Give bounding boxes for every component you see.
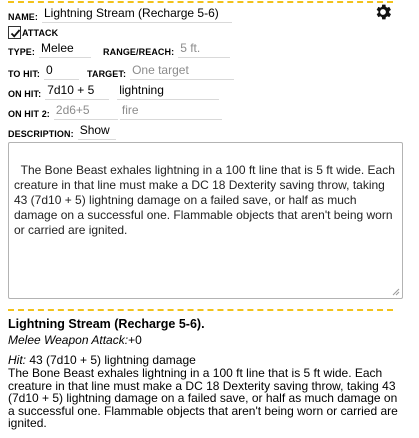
description-row: Description: Show (8, 123, 116, 140)
checkmark-icon (10, 29, 21, 38)
preview-title: Lightning Stream (Recharge 5-6). (8, 317, 205, 331)
preview-attack-line: Melee Weapon Attack:+0 (8, 333, 403, 347)
description-label: Description: (8, 129, 74, 139)
attack-checkbox[interactable]: Attack (8, 26, 62, 39)
preview-hit-label: Hit: (8, 353, 26, 367)
tohit-row: To Hit: 0 Target: One target (8, 63, 235, 80)
gear-icon[interactable] (373, 2, 393, 22)
type-label: Type: (8, 47, 36, 57)
onhit2-dice-input[interactable]: 2d6+5 (53, 103, 118, 120)
onhit2-row: On Hit 2: 2d6+5 fire (8, 103, 222, 120)
name-label: Name: (8, 12, 38, 22)
preview-attack-type: Melee Weapon Attack: (8, 333, 129, 347)
name-input[interactable]: Lightning Stream (Recharge 5-6) (42, 6, 232, 23)
resize-grip-icon[interactable] (391, 287, 400, 296)
preview-hit-line: Hit: 43 (7d10 + 5) lightning damage (8, 353, 403, 367)
onhit-type-input[interactable]: lightning (117, 83, 220, 100)
tohit-input[interactable]: 0 (44, 63, 80, 80)
target-input[interactable]: One target (130, 63, 235, 80)
preview-divider (8, 309, 393, 311)
preview-attack-bonus: +0 (128, 333, 142, 347)
range-label: Range/Reach: (103, 47, 175, 57)
preview-description: The Bone Beast exhales lightning in a 10… (8, 366, 398, 430)
onhit-row: On Hit: 7d10 + 5 lightning (8, 83, 220, 100)
type-row: Type: Melee Range/Reach: 5 ft. (8, 41, 231, 58)
target-label: Target: (87, 69, 127, 79)
onhit2-type-input[interactable]: fire (119, 103, 222, 120)
top-divider (8, 1, 393, 3)
onhit2-label: On Hit 2: (8, 109, 50, 119)
attack-label: Attack (22, 27, 59, 38)
description-text: The Bone Beast exhales lightning in a 10… (14, 163, 399, 237)
onhit-label: On Hit: (8, 89, 42, 99)
attack-checkbox-box[interactable] (8, 26, 21, 39)
range-input[interactable]: 5 ft. (178, 41, 231, 58)
tohit-label: To Hit: (8, 69, 41, 79)
description-toggle[interactable]: Show (77, 123, 116, 140)
onhit-dice-input[interactable]: 7d10 + 5 (45, 83, 110, 100)
preview-hit-text: 43 (7d10 + 5) lightning damage (26, 353, 196, 367)
description-textarea[interactable]: The Bone Beast exhales lightning in a 10… (8, 142, 403, 299)
type-input[interactable]: Melee (39, 41, 92, 58)
name-row: Name: Lightning Stream (Recharge 5-6) (8, 6, 232, 23)
